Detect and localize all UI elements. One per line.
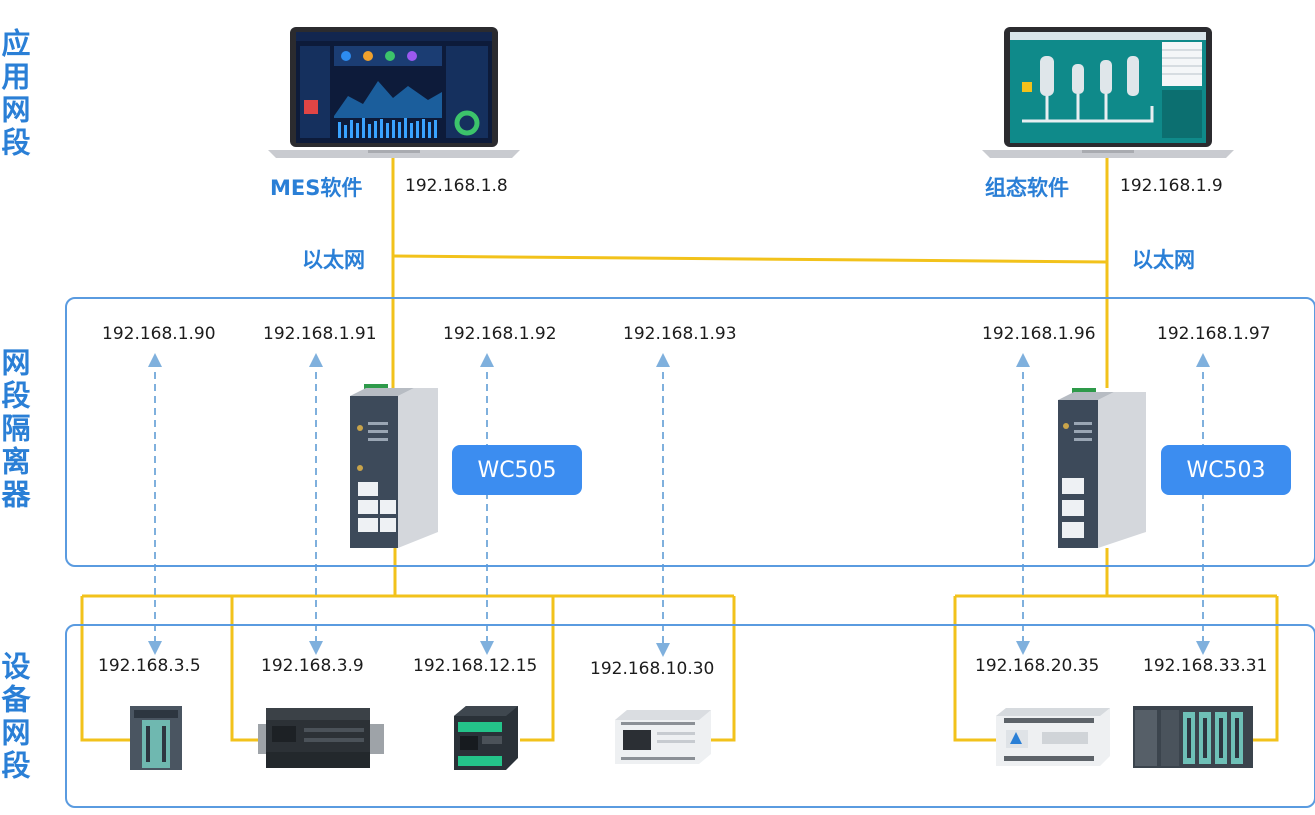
device-ip-1: 192.168.3.5 (98, 656, 201, 676)
device-ip-3: 192.168.12.15 (413, 656, 538, 676)
zone-label-application: 应用网段 (0, 27, 31, 160)
wc505-port-ip-4: 192.168.1.93 (623, 324, 737, 344)
scada-laptop-icon (982, 27, 1234, 158)
zone-label-device: 设备网段 (0, 651, 31, 783)
wc503-isolator-icon (1058, 388, 1146, 548)
ip-mapping-arrows (148, 353, 1210, 657)
ethernet-label-right: 以太网 (1132, 248, 1195, 272)
wire-dev1 (80, 596, 135, 742)
wc505-model-badge: WC505 (452, 445, 582, 495)
device-ip-6: 192.168.33.31 (1143, 656, 1268, 676)
ethernet-wires (80, 152, 1279, 742)
wire-dev6 (1250, 596, 1279, 742)
s7-1200-plc-icon (454, 706, 518, 770)
zone-label-isolator: 网段隔离器 (0, 346, 31, 512)
s7-300-rack-icon (1133, 706, 1253, 768)
device-ip-2: 192.168.3.9 (261, 656, 364, 676)
wire-dev5 (953, 596, 998, 742)
wire-dev4 (710, 596, 736, 742)
wc505-port-ip-1: 192.168.1.90 (102, 324, 216, 344)
plc-module-icon (130, 706, 182, 770)
wc505-port-ip-2: 192.168.1.91 (263, 324, 377, 344)
wc503-port-ip-2: 192.168.1.97 (1157, 324, 1271, 344)
ethernet-label-left: 以太网 (302, 248, 365, 272)
scada-ip: 192.168.1.9 (1120, 176, 1223, 196)
wire-dev3 (520, 596, 555, 742)
wire-app-backbone (392, 254, 1108, 264)
device-ip-4: 192.168.10.30 (590, 659, 715, 679)
wc503-port-ip-1: 192.168.1.96 (982, 324, 1096, 344)
wc505-isolator-icon (350, 384, 438, 548)
delta-plc-icon (996, 708, 1110, 766)
s7-200-plc-icon (258, 708, 384, 768)
wc505-port-ip-3: 192.168.1.92 (443, 324, 557, 344)
device-ip-5: 192.168.20.35 (975, 656, 1100, 676)
mes-software-label: MES软件 (270, 176, 363, 200)
mes-laptop-icon (268, 27, 520, 158)
wc503-model-badge: WC503 (1161, 445, 1291, 495)
scada-software-label: 组态软件 (985, 176, 1069, 200)
wire-dev2 (230, 596, 268, 742)
mes-ip: 192.168.1.8 (405, 176, 508, 196)
mitsubishi-fx-plc-icon (615, 710, 711, 764)
